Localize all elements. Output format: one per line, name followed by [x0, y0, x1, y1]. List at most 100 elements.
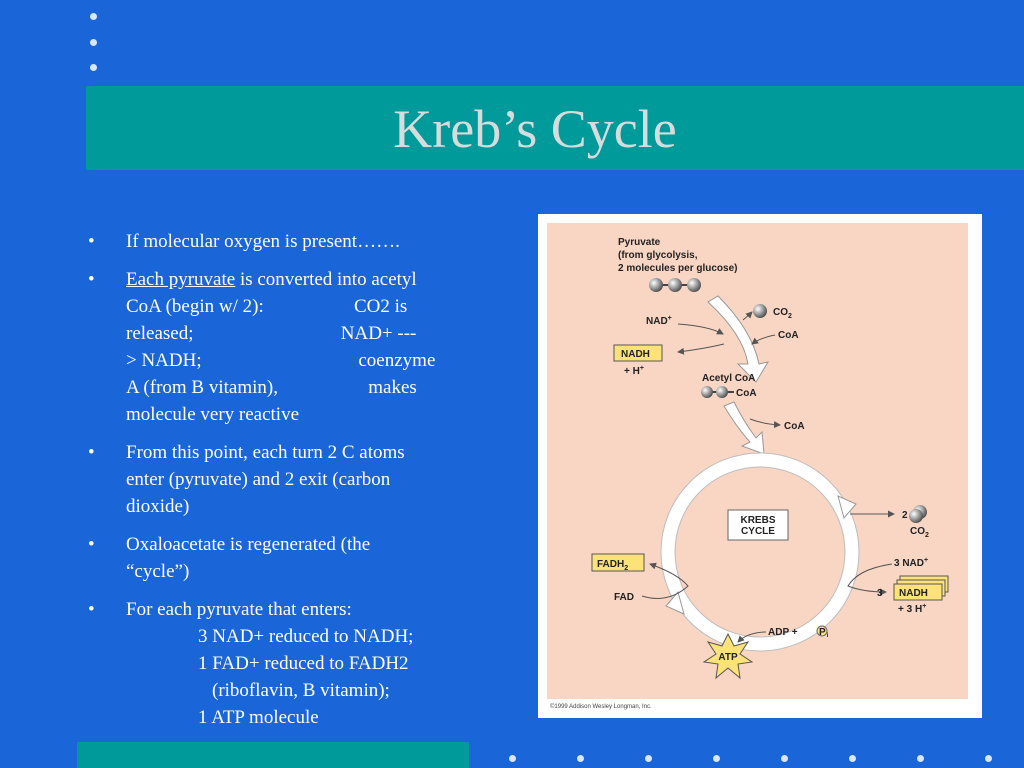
bullet-item: Each pyruvate is converted into acetyl C…	[88, 266, 508, 428]
atp-label: ATP	[718, 652, 738, 663]
fadh2-subscript: 2	[624, 565, 628, 572]
co2-label: CO	[773, 307, 788, 318]
copyright-label: ©1999 Addison Wesley Longman, Inc.	[550, 703, 652, 710]
svg-text:FADH2: FADH2	[597, 559, 628, 572]
bullet-subtext: (riboflavin, B vitamin);	[212, 680, 390, 701]
phosphate-icon	[816, 625, 828, 637]
cycle-arrowhead	[665, 590, 685, 615]
co2-molecule	[753, 304, 767, 318]
nadh-stack-box	[893, 583, 943, 601]
hplus-superscript: +	[640, 365, 644, 372]
decor-dot	[90, 13, 97, 20]
fadh2-label: FADH	[597, 559, 624, 570]
two-label: 2	[902, 510, 908, 521]
decor-dot	[645, 755, 652, 762]
bullet-text: Oxaloacetate is regenerated (the	[126, 534, 371, 555]
coa-arrow	[751, 334, 776, 345]
carbon-atom	[668, 278, 682, 292]
fad-label: FAD	[614, 592, 634, 603]
cycle-arrowhead	[837, 495, 857, 520]
decor-dot	[781, 755, 788, 762]
decor-dot	[713, 755, 720, 762]
bullet-subtext: 1 FAD+ reduced to FADH2	[198, 653, 409, 674]
nad-label: NAD	[646, 316, 668, 327]
decor-dot	[849, 755, 856, 762]
nadh-stack-label: NADH	[899, 588, 928, 599]
pyruvate-label: Pyruvate	[618, 237, 661, 248]
bullet-item: If molecular oxygen is present…….	[88, 228, 508, 255]
pi-label: P	[819, 627, 826, 638]
decor-dot	[917, 755, 924, 762]
three-nad-superscript: +	[924, 557, 928, 564]
svg-text:+ 3 H+: + 3 H+	[898, 603, 926, 615]
cycle-ring-outline	[674, 466, 846, 638]
attached-coa-label: CoA	[736, 388, 757, 399]
fad-arrow	[641, 562, 689, 599]
decor-dot	[90, 39, 97, 46]
flow-arrow	[707, 295, 770, 383]
bullet-list: If molecular oxygen is present……. Each p…	[88, 228, 508, 742]
co2-out-subscript: 2	[925, 532, 929, 539]
bullet-text: If molecular oxygen is present…….	[126, 231, 400, 252]
carbon-atom	[687, 278, 701, 292]
carbon-atom	[649, 278, 663, 292]
decor-dot	[577, 755, 584, 762]
bullet-subtext: 3 NAD+ reduced to NADH;	[198, 626, 414, 647]
carbon-atom	[701, 386, 713, 398]
flow-arrow	[723, 401, 765, 455]
bullet-subtext: 1 ATP molecule	[198, 707, 319, 728]
nadh-box	[613, 344, 663, 362]
cycle-ring-outline	[660, 452, 860, 652]
bullet-text: molecule very reactive	[126, 404, 300, 425]
pyruvate-label: (from glycolysis,	[618, 250, 698, 261]
title-band: Kreb’s Cycle	[86, 86, 1024, 170]
krebs-diagram: Pyruvate (from glycolysis, 2 molecules p…	[547, 223, 968, 710]
atp-starburst-icon	[702, 632, 754, 680]
adp-label: ADP +	[768, 627, 798, 638]
three-h-superscript: +	[922, 603, 926, 610]
bullet-item: Oxaloacetate is regenerated (the “cycle”…	[88, 531, 508, 585]
bullet-text: dioxide)	[126, 496, 190, 517]
nad-arrow	[677, 323, 724, 335]
bullet-item: For each pyruvate that enters: 3 NAD+ re…	[88, 596, 508, 731]
co2-arrow	[742, 311, 753, 321]
bullet-text: For each pyruvate that enters:	[126, 599, 352, 620]
fadh2-box	[591, 553, 645, 572]
decor-dot	[509, 755, 516, 762]
co2-molecule	[909, 509, 923, 523]
co2-subscript: 2	[788, 313, 792, 320]
pi-subscript: i	[827, 633, 829, 639]
bullet-text: enter (pyruvate) and 2 exit (carbon	[126, 469, 391, 490]
bullet-text: released; NAD+ ---	[126, 323, 417, 344]
krebs-cycle-box	[727, 509, 789, 541]
bottom-band	[77, 742, 469, 768]
bullet-item: From this point, each turn 2 C atoms ent…	[88, 439, 508, 520]
three-label: 3	[877, 588, 883, 599]
pyruvate-link[interactable]: Each pyruvate	[126, 269, 236, 290]
cycle-ring	[661, 453, 859, 651]
bullet-text: CoA (begin w/ 2): CO2 is	[126, 296, 408, 317]
carbon-atom	[716, 386, 728, 398]
svg-text:Pi: Pi	[819, 627, 829, 639]
bullet-text: A (from B vitamin), makes	[126, 377, 417, 398]
nadh-label: NADH	[621, 349, 650, 360]
bullet-text: “cycle”)	[126, 561, 190, 582]
nad-superscript: +	[668, 315, 672, 322]
decor-dot	[90, 64, 97, 71]
krebs-label: KREBS	[740, 515, 775, 526]
svg-text:CO2: CO2	[773, 307, 792, 320]
svg-text:3 NAD+: 3 NAD+	[894, 557, 928, 569]
coa-release-arrow	[749, 418, 781, 429]
krebs-cycle-figure: Pyruvate (from glycolysis, 2 molecules p…	[538, 214, 982, 718]
nadh-arrow	[677, 343, 725, 355]
svg-text:CO2: CO2	[910, 526, 929, 539]
released-coa-label: CoA	[784, 421, 805, 432]
three-h-label: + 3 H	[898, 604, 922, 615]
hplus-label: + H	[624, 366, 640, 377]
cycle-label: CYCLE	[741, 526, 775, 537]
three-nad-label: 3 NAD	[894, 558, 924, 569]
nadh-out-arrow	[847, 563, 893, 596]
bullet-text: From this point, each turn 2 C atoms	[126, 442, 405, 463]
co2-out-label: CO	[910, 526, 925, 537]
coa-label: CoA	[778, 330, 799, 341]
